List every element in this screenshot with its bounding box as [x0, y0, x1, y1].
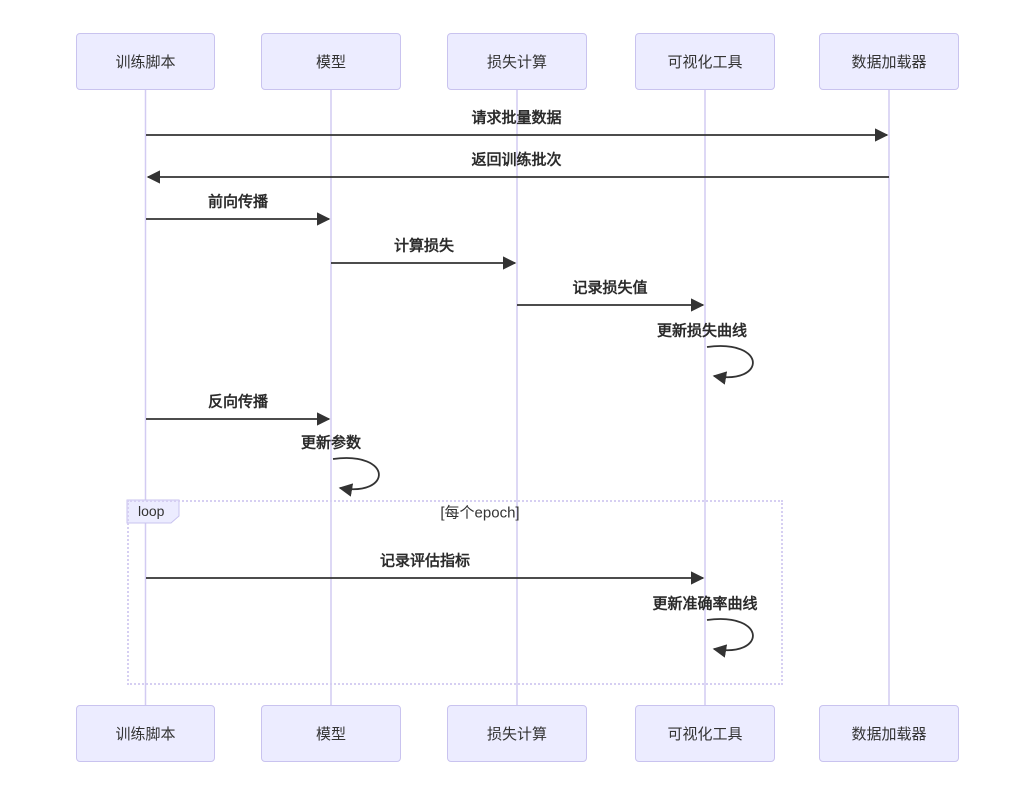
actor-bottom-training-script: 训练脚本: [76, 705, 215, 762]
actor-bottom-model: 模型: [261, 705, 401, 762]
actor-top-model: 模型: [261, 33, 401, 90]
message-label-backward-pass: 反向传播: [207, 393, 269, 411]
loop-frame: [127, 500, 783, 685]
message-label-compute-loss: 计算损失: [393, 237, 455, 255]
message-label-log-loss: 记录损失值: [572, 279, 648, 297]
actor-bottom-visualizer: 可视化工具: [635, 705, 775, 762]
self-loop-update-params: [332, 457, 380, 497]
message-label-update-loss-curve: 更新损失曲线: [656, 322, 748, 340]
message-label-return-batch: 返回训练批次: [471, 151, 562, 169]
loop-tag-label: loop: [138, 503, 165, 519]
actor-top-training-script: 训练脚本: [76, 33, 215, 90]
actor-top-loss-calc: 损失计算: [447, 33, 587, 90]
actor-bottom-loss-calc: 损失计算: [447, 705, 587, 762]
message-label-update-accuracy-curve: 更新准确率曲线: [652, 595, 758, 613]
message-label-update-params: 更新参数: [300, 434, 362, 452]
actor-bottom-dataloader: 数据加载器: [819, 705, 959, 762]
loop-condition-label: [每个epoch]: [440, 504, 520, 522]
self-loop-update-loss-curve: [706, 345, 754, 385]
message-label-forward-pass: 前向传播: [207, 193, 269, 211]
message-label-request-batch: 请求批量数据: [471, 109, 562, 127]
actor-top-dataloader: 数据加载器: [819, 33, 959, 90]
actor-top-visualizer: 可视化工具: [635, 33, 775, 90]
message-label-log-metrics: 记录评估指标: [379, 552, 471, 570]
self-loop-update-accuracy-curve: [706, 618, 754, 658]
